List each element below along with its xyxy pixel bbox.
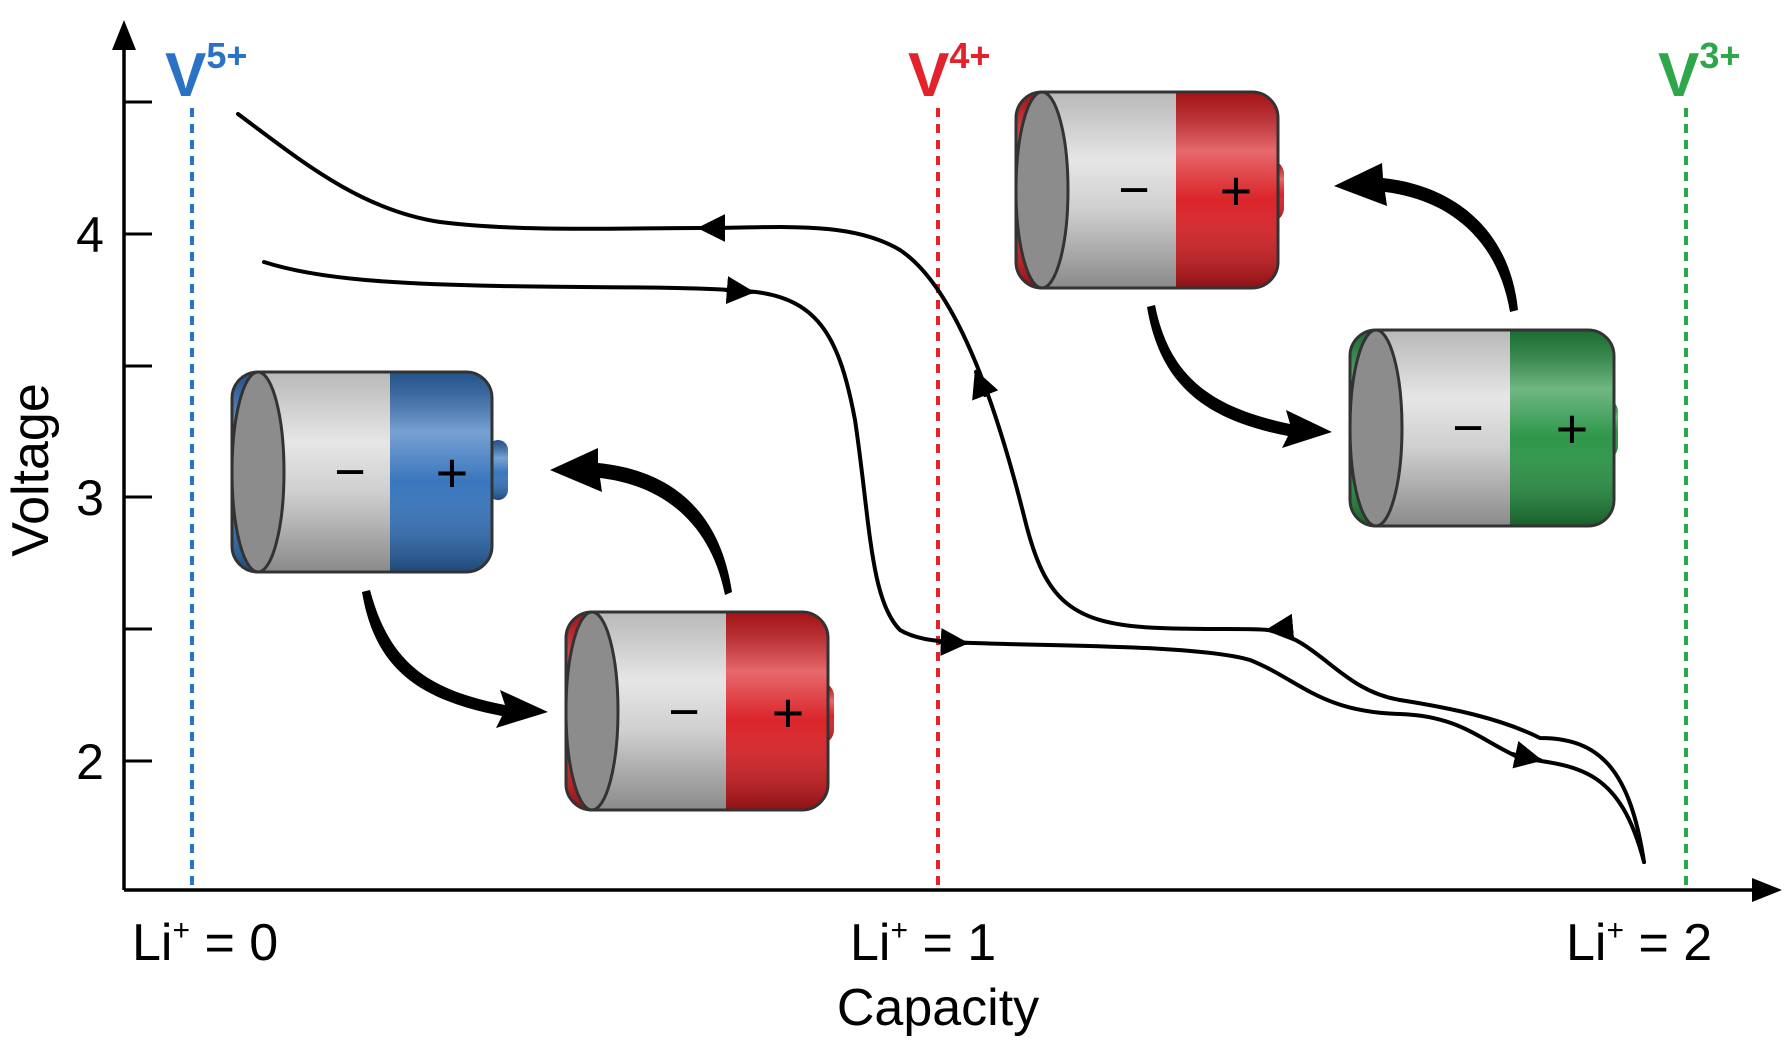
battery-green: − + (1348, 328, 1618, 528)
x-axis-arrow-icon (1752, 878, 1782, 902)
battery-minus-label: − (334, 442, 366, 502)
x-tick-label-li0: Li+ = 0 (132, 914, 278, 972)
y-axis-arrow-icon (112, 20, 136, 50)
v5-label: V5+ (165, 35, 247, 110)
discharge-arrow-icon (724, 276, 755, 305)
voltage-curves (236, 112, 1646, 864)
discharge-arrow-icon (938, 628, 969, 657)
battery-minus-label: − (1452, 398, 1484, 458)
battery-minus-label: − (668, 682, 700, 742)
discharge-arrow-icon (1510, 741, 1543, 769)
charge-arrow-icon (972, 369, 999, 401)
y-axis-tick-marks (124, 100, 152, 763)
battery-plus-label: + (1556, 397, 1589, 460)
y-tick-label-4: 4 (76, 207, 104, 263)
battery-red-upper: − + (1014, 90, 1284, 290)
battery-blue: − + (230, 370, 508, 574)
battery-plus-label: + (436, 441, 469, 504)
battery-red-lower: − + (564, 610, 834, 812)
v4-label: V4+ (908, 35, 990, 110)
x-axis-title: Capacity (837, 979, 1039, 1037)
y-axis-title: Voltage (2, 383, 60, 557)
v3-label: V3+ (1658, 35, 1740, 110)
discharge-curve (262, 260, 1646, 864)
y-tick-label-3: 3 (76, 470, 104, 526)
curved-arrow-icon (362, 590, 548, 728)
charge-curve (236, 112, 1646, 864)
battery-minus-label: − (1118, 160, 1150, 220)
oxidation-state-markers: V5+ V4+ V3+ (165, 35, 1740, 888)
x-tick-label-li2: Li+ = 2 (1566, 914, 1712, 972)
axes: 4 3 2 Voltage Li+ = 0 Li+ = 1 Li+ = 2 Ca… (2, 20, 1782, 1037)
y-tick-label-2: 2 (76, 734, 104, 790)
battery-plus-label: + (1220, 159, 1253, 222)
battery-plus-label: + (772, 681, 805, 744)
curved-arrow-icon (1147, 305, 1332, 448)
curved-arrow-icon (550, 448, 732, 595)
charge-arrow-icon (1265, 613, 1295, 642)
x-tick-label-li1: Li+ = 1 (850, 914, 996, 972)
curved-arrow-icon (1334, 163, 1518, 312)
redox-arrows (362, 163, 1518, 728)
